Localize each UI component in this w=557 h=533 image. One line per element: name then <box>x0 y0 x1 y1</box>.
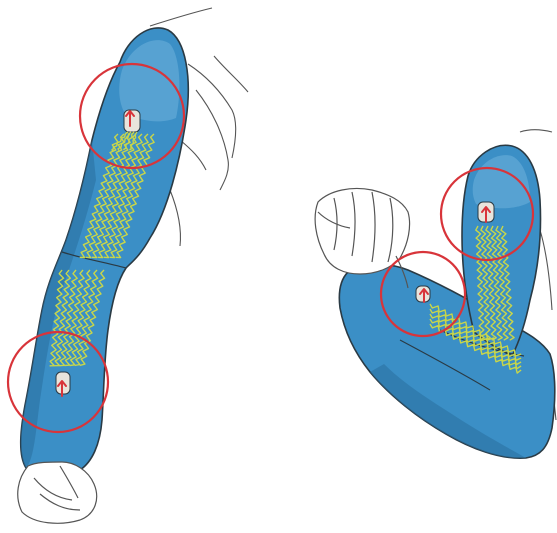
extended-arm-illustration <box>8 8 248 523</box>
hand-sketch <box>18 462 97 523</box>
flexed-arm-illustration <box>315 130 556 459</box>
